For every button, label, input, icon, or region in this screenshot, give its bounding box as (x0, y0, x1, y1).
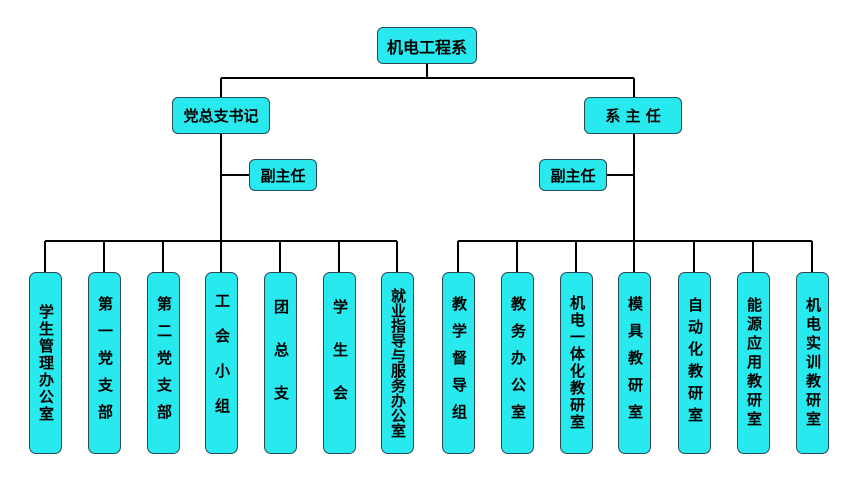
root-node-label: 机电工程系 (386, 37, 467, 57)
unit-label: 机电实训教研室 (804, 296, 822, 430)
unit-label: 第二党支部 (155, 295, 173, 431)
root-node: 机电工程系 (377, 27, 477, 64)
right-deputy-node: 副主任 (539, 159, 607, 191)
unit-label: 就业指导与服务办公室 (389, 288, 407, 438)
party-secretary-label: 党总支书记 (183, 107, 259, 125)
unit-node-right-1: 教学督导组 (442, 272, 475, 454)
unit-node-right-3: 机电一体化教研室 (560, 272, 593, 454)
unit-node-right-7: 机电实训教研室 (796, 272, 829, 454)
unit-label: 工会小组 (213, 293, 231, 433)
unit-label: 教学督导组 (450, 295, 468, 431)
unit-node-right-4: 模具教研室 (618, 272, 651, 454)
unit-label: 学生管理办公室 (37, 303, 55, 423)
unit-node-left-4: 工会小组 (205, 272, 238, 454)
unit-node-right-5: 自动化教研室 (678, 272, 711, 454)
unit-node-left-2: 第一党支部 (88, 272, 121, 454)
unit-label: 团总支 (272, 298, 290, 428)
unit-node-right-2: 教务办公室 (501, 272, 534, 454)
left-deputy-node: 副主任 (249, 159, 317, 191)
unit-label: 学生会 (331, 298, 349, 428)
unit-node-left-1: 学生管理办公室 (29, 272, 62, 454)
unit-label: 自动化教研室 (686, 297, 704, 429)
unit-node-left-5: 团总支 (264, 272, 297, 454)
unit-label: 教务办公室 (509, 295, 527, 431)
unit-node-left-3: 第二党支部 (147, 272, 180, 454)
department-head-node: 系 主 任 (584, 97, 682, 134)
party-secretary-node: 党总支书记 (172, 97, 270, 134)
right-deputy-label: 副主任 (550, 166, 596, 185)
unit-node-left-6: 学生会 (323, 272, 356, 454)
unit-node-right-6: 能源应用教研室 (737, 272, 770, 454)
unit-label: 第一党支部 (96, 295, 114, 431)
unit-label: 机电一体化教研室 (568, 295, 586, 431)
unit-label: 模具教研室 (626, 295, 644, 431)
unit-label: 能源应用教研室 (745, 296, 763, 430)
unit-node-left-7: 就业指导与服务办公室 (381, 272, 414, 454)
left-deputy-label: 副主任 (260, 166, 306, 185)
department-head-label: 系 主 任 (605, 107, 661, 125)
